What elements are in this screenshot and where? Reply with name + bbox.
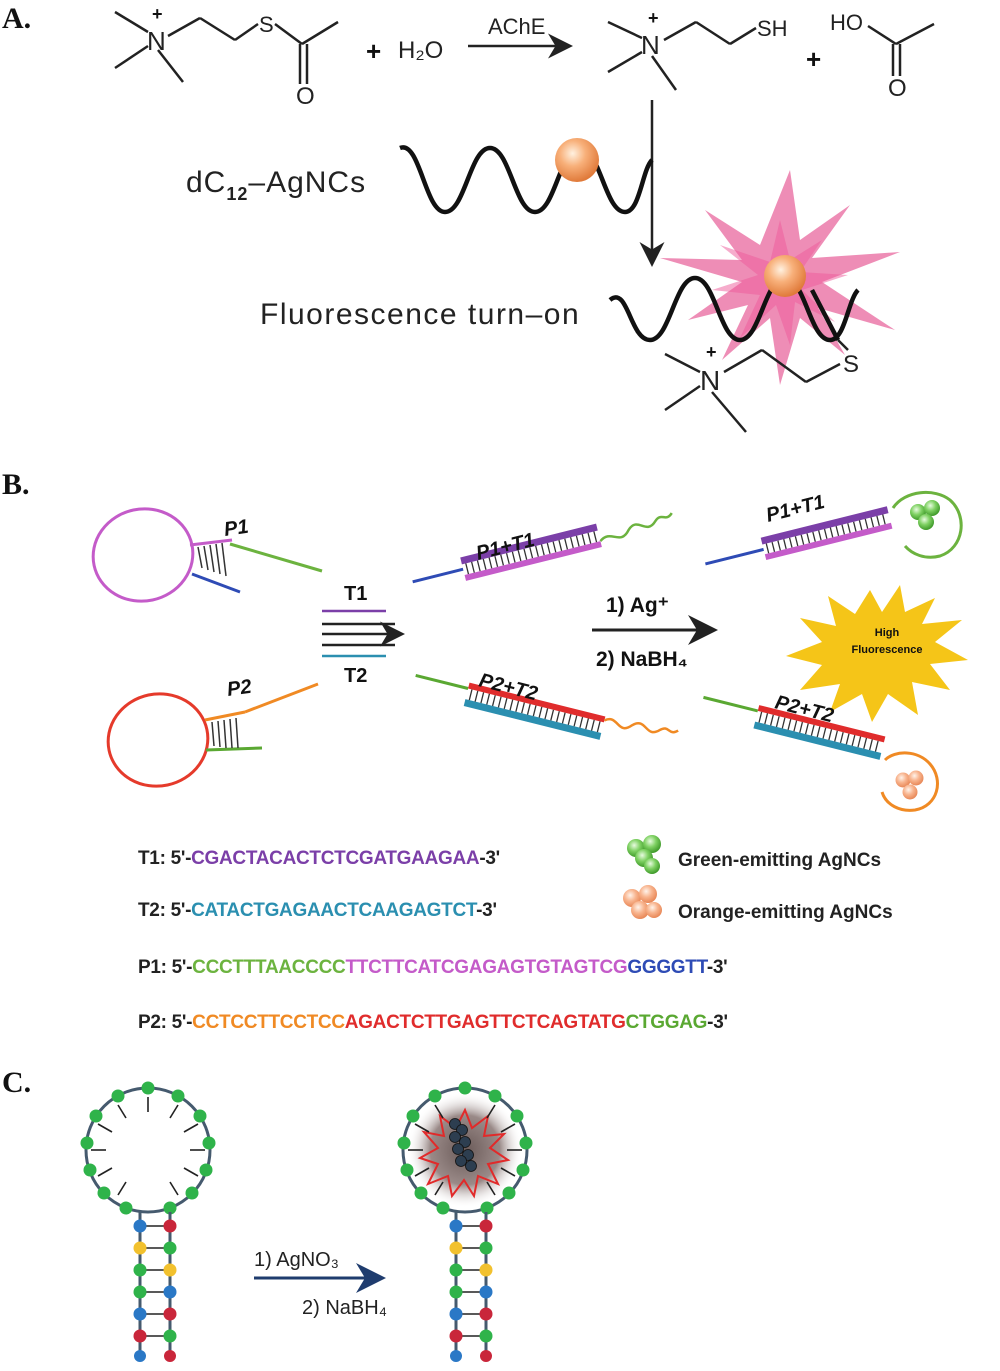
p1-seq-part-3: GGGGTT <box>627 957 707 978</box>
positive-charge-3: + <box>706 342 717 362</box>
hairpin-after <box>397 1081 533 1362</box>
positive-charge-2: + <box>648 8 659 28</box>
p2t2-duplex-middle <box>415 673 679 740</box>
legend-orange-label: Orange-emitting AgNCs <box>678 902 893 923</box>
step-2-label: 2) NaBH₄ <box>596 648 688 671</box>
p1t1-duplex-right <box>705 506 893 566</box>
panel-a: N + S O + H₂O AChE N + SH + HO O <box>114 4 935 433</box>
green-loop <box>891 490 963 559</box>
plus-sign-2: + <box>806 44 821 74</box>
sequence-t1: T1: 5'-CGACTACACTCTCGATGAAGAA-3' <box>138 848 500 869</box>
p1-hairpin <box>91 507 323 603</box>
step-1-label: 1) Ag⁺ <box>606 594 669 617</box>
sulfur-atom-2: S <box>843 351 859 378</box>
panel-c-step-1: 1) AgNO₃ <box>254 1249 339 1271</box>
burst-text-line-1: High <box>875 627 900 639</box>
legend-green-label: Green-emitting AgNCs <box>678 850 882 871</box>
p2t2-label-middle: P2+T2 <box>477 670 540 706</box>
p2-label: P2 <box>226 676 253 701</box>
strand-end-mark <box>810 288 840 342</box>
p1t1-duplex-middle <box>412 512 673 584</box>
probe-label: dC12–AgNCs <box>186 166 366 204</box>
panel-b-label: B. <box>2 468 30 501</box>
bound-thiocholine-structure <box>664 339 849 433</box>
positive-charge-1: + <box>152 4 163 24</box>
acetic-acid-structure <box>867 22 935 76</box>
dna-strand-wave <box>399 145 654 215</box>
high-fluorescence-burst <box>786 585 968 722</box>
turn-on-label: Fluorescence turn–on <box>260 298 580 331</box>
oxygen-atom-2: O <box>888 75 907 102</box>
p1-label: P1 <box>223 516 250 541</box>
nitrogen-atom-2: N <box>641 30 660 60</box>
oxygen-atom-1: O <box>296 83 315 110</box>
sh-group: SH <box>757 16 788 41</box>
p2-hairpin <box>106 682 319 788</box>
t1-seq-part: CGACTACACTCTCGATGAAGAA <box>191 848 480 869</box>
panel-c-step-2: 2) NaBH₄ <box>302 1297 387 1319</box>
sulfur-atom-1: S <box>259 12 274 37</box>
silver-nanocluster-sphere <box>555 138 599 182</box>
p2-seq-part-1: CCTCCTTCCTCC <box>192 1012 345 1033</box>
sequence-p1: P1: 5'-CCCTTTAACCCCTTCTTCATCGAGAGTGTAGTC… <box>138 957 728 978</box>
p1-seq-part-1: CCCTTTAACCCC <box>192 957 346 978</box>
panel-c-label: C. <box>2 1066 32 1099</box>
p1-seq-part-2: TTCTTCATCGAGAGTGTAGTCG <box>345 957 628 978</box>
dna-strand-wave-bound <box>608 275 860 343</box>
hairpin-before <box>80 1081 216 1362</box>
p2-seq-part-2: AGACTCTTGAGTTCTCAGTATG <box>344 1012 626 1033</box>
red-burst-outline <box>417 1107 511 1199</box>
orange-loop <box>880 751 939 812</box>
silver-atom-cluster <box>449 1118 477 1172</box>
orange-cluster-legend-icon <box>623 885 662 919</box>
silver-nanocluster-sphere-bound <box>764 255 806 297</box>
green-cluster-legend-icon <box>627 835 661 874</box>
enzyme-label: AChE <box>488 14 545 39</box>
ho-group: HO <box>830 10 863 35</box>
panel-c: 1) AgNO₃ 2) NaBH₄ <box>80 1081 533 1362</box>
thiocholine-structure <box>607 20 757 91</box>
panel-a-label: A. <box>2 2 32 35</box>
p2-seq-part-3: CTGGAG <box>625 1012 708 1033</box>
p2t2-duplex-right <box>703 695 886 760</box>
nitrogen-atom-1: N <box>147 26 166 56</box>
t1-label: T1 <box>344 583 367 605</box>
acetylthiocholine-structure <box>114 10 339 84</box>
orange-cluster <box>895 770 924 800</box>
green-cluster <box>910 500 940 530</box>
sequence-p2: P2: 5'-CCTCCTTCCTCCAGACTCTTGAGTTCTCAGTAT… <box>138 1012 728 1033</box>
water-label: H₂O <box>398 37 443 64</box>
plus-sign-1: + <box>366 36 381 66</box>
p1t1-label-right: P1+T1 <box>764 491 827 527</box>
t2-label: T2 <box>344 665 367 687</box>
sequence-t2: T2: 5'-CATACTGAGAACTCAAGAGTCT-3' <box>138 900 497 921</box>
t2-seq-part: CATACTGAGAACTCAAGAGTCT <box>191 900 477 921</box>
nitrogen-atom-3: N <box>700 365 720 396</box>
burst-text-line-2: Fluorescence <box>852 644 923 656</box>
